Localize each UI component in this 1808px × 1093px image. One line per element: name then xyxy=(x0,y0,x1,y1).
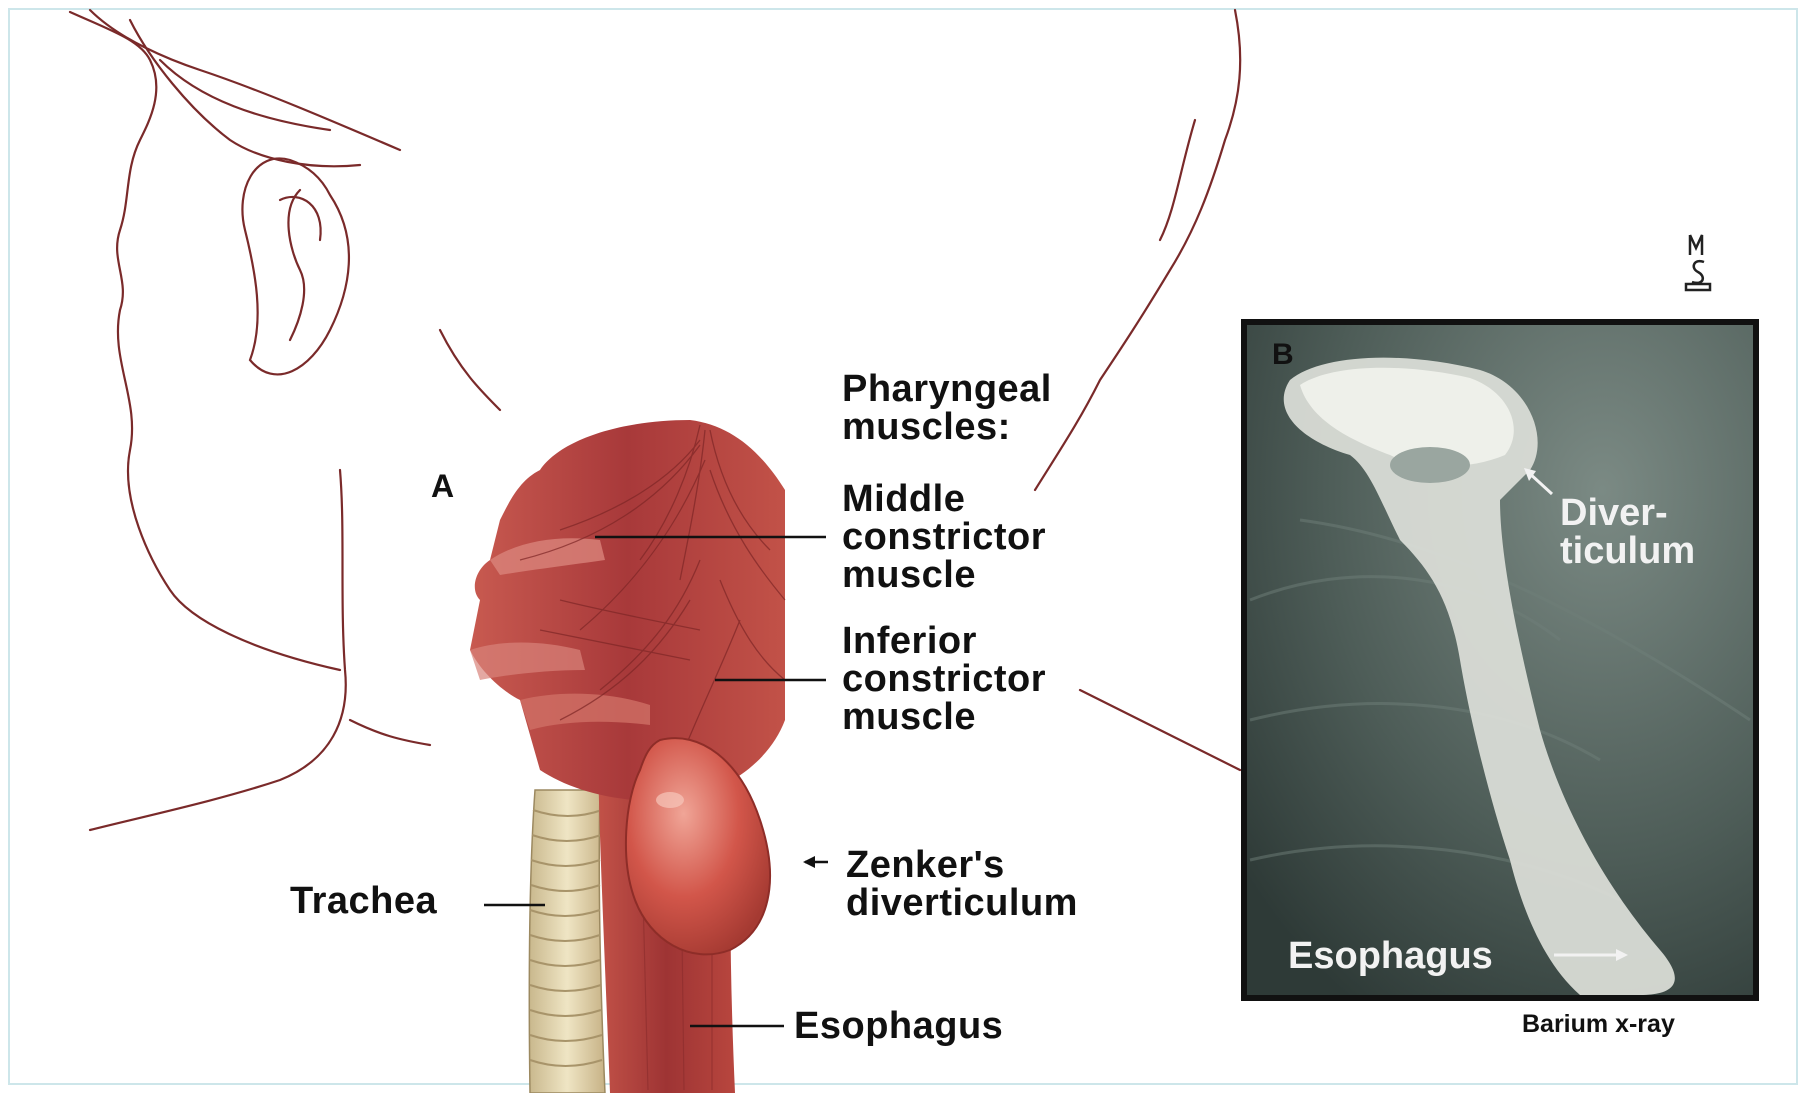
panel-a-letter: A xyxy=(431,468,454,505)
zenkers-diverticulum-illustration xyxy=(626,738,770,954)
panel-b-letter: B xyxy=(1272,338,1294,372)
pharyngeal-muscles-heading: Pharyngeal muscles: xyxy=(842,370,1052,446)
xray-caption: Barium x-ray xyxy=(1522,1010,1675,1039)
xray-esophagus-label: Esophagus xyxy=(1288,937,1493,975)
pharyngeal-muscles-illustration xyxy=(470,420,785,801)
trachea-illustration xyxy=(529,790,605,1093)
inferior-constrictor-label: Inferior constrictor muscle xyxy=(842,622,1046,736)
xray-diverticulum-label: Diver- ticulum xyxy=(1560,494,1695,570)
middle-constrictor-label: Middle constrictor muscle xyxy=(842,480,1046,594)
trachea-label: Trachea xyxy=(290,882,437,920)
esophagus-label: Esophagus xyxy=(794,1007,1003,1045)
zenkers-diverticulum-label: Zenker's diverticulum xyxy=(846,846,1078,922)
ms-logo xyxy=(1686,235,1710,290)
barium-xray-image xyxy=(1244,322,1756,998)
